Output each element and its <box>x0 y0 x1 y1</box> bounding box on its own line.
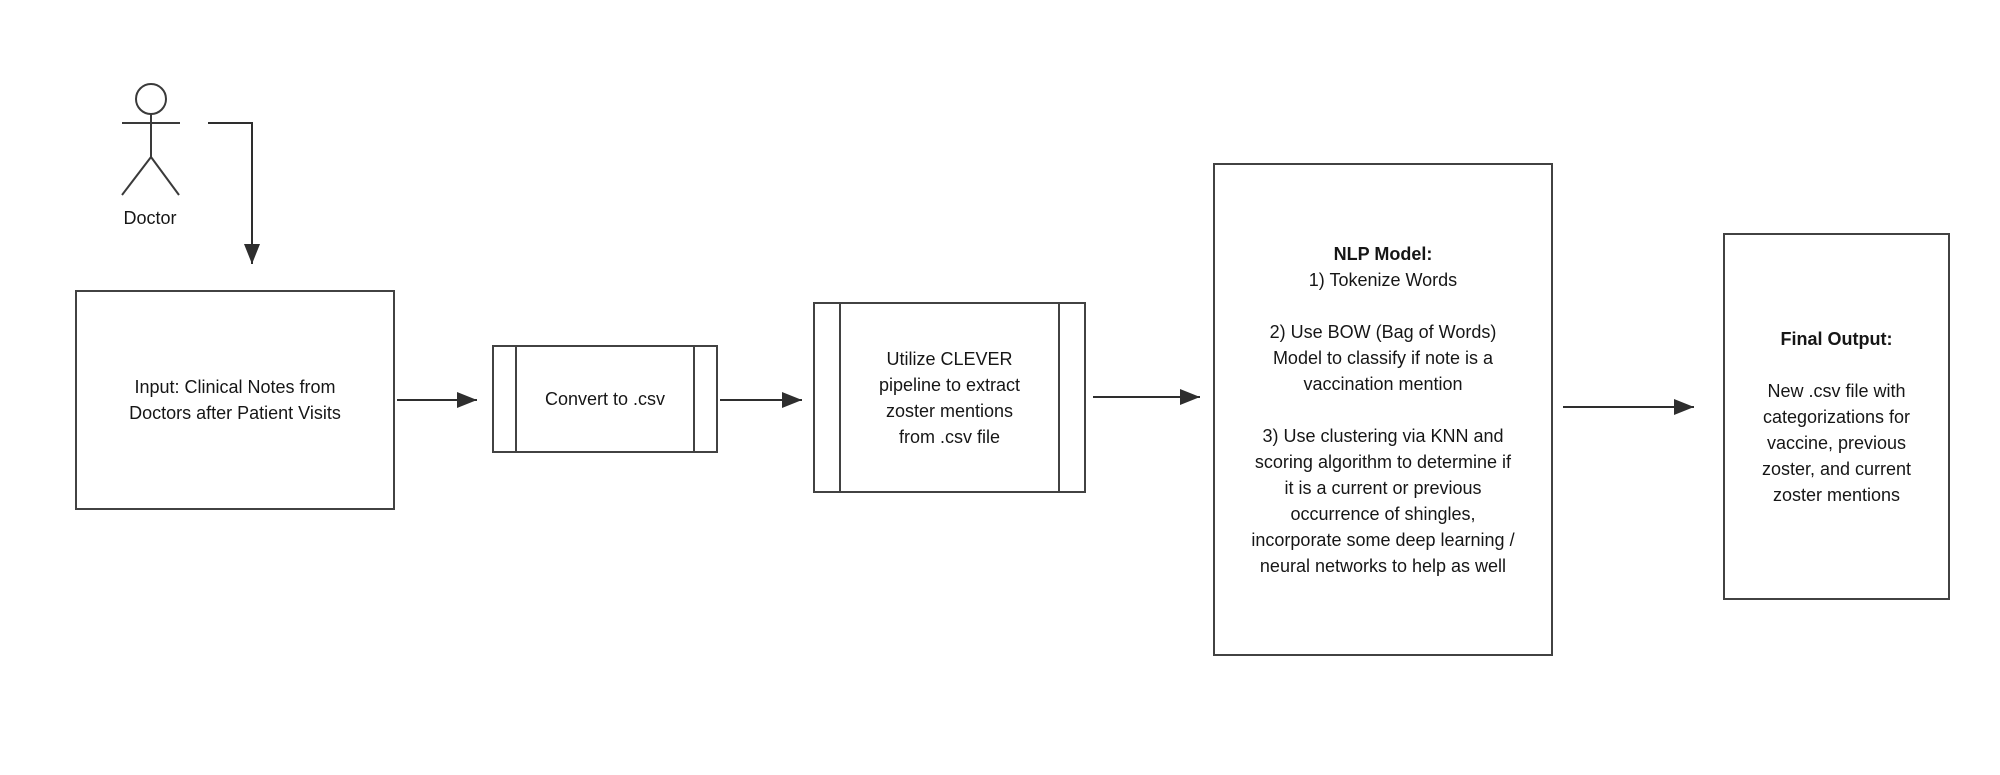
node-convert: Convert to .csv <box>492 345 718 453</box>
node-nlp-model: NLP Model: 1) Tokenize Words 2) Use BOW … <box>1213 163 1553 656</box>
process-bar-right <box>1058 304 1060 491</box>
process-bar-right <box>693 347 695 451</box>
actor-leg-right <box>150 156 180 196</box>
process-bar-left <box>839 304 841 491</box>
node-final-body: New .csv file with categorizations for v… <box>1761 380 1912 505</box>
node-convert-text: Convert to .csv <box>544 389 666 409</box>
actor-head <box>135 83 167 115</box>
node-input: Input: Clinical Notes from Doctors after… <box>75 290 395 510</box>
node-nlp-body: 1) Tokenize Words 2) Use BOW (Bag of Wor… <box>1251 269 1515 576</box>
node-clever-text: Utilize CLEVER pipeline to extract zoste… <box>878 348 1021 447</box>
actor-icon <box>121 83 180 196</box>
actor-label: Doctor <box>123 208 177 228</box>
node-clever: Utilize CLEVER pipeline to extract zoste… <box>813 302 1086 493</box>
node-input-text: Input: Clinical Notes from Doctors after… <box>129 377 341 423</box>
node-final-output: Final Output: New .csv file with categor… <box>1723 233 1950 600</box>
actor-to-input-arrow <box>208 122 260 264</box>
node-nlp-title: NLP Model: <box>1333 243 1433 264</box>
node-final-title: Final Output: <box>1780 328 1893 349</box>
actor-leg-left <box>121 156 152 196</box>
process-bar-left <box>515 347 517 451</box>
